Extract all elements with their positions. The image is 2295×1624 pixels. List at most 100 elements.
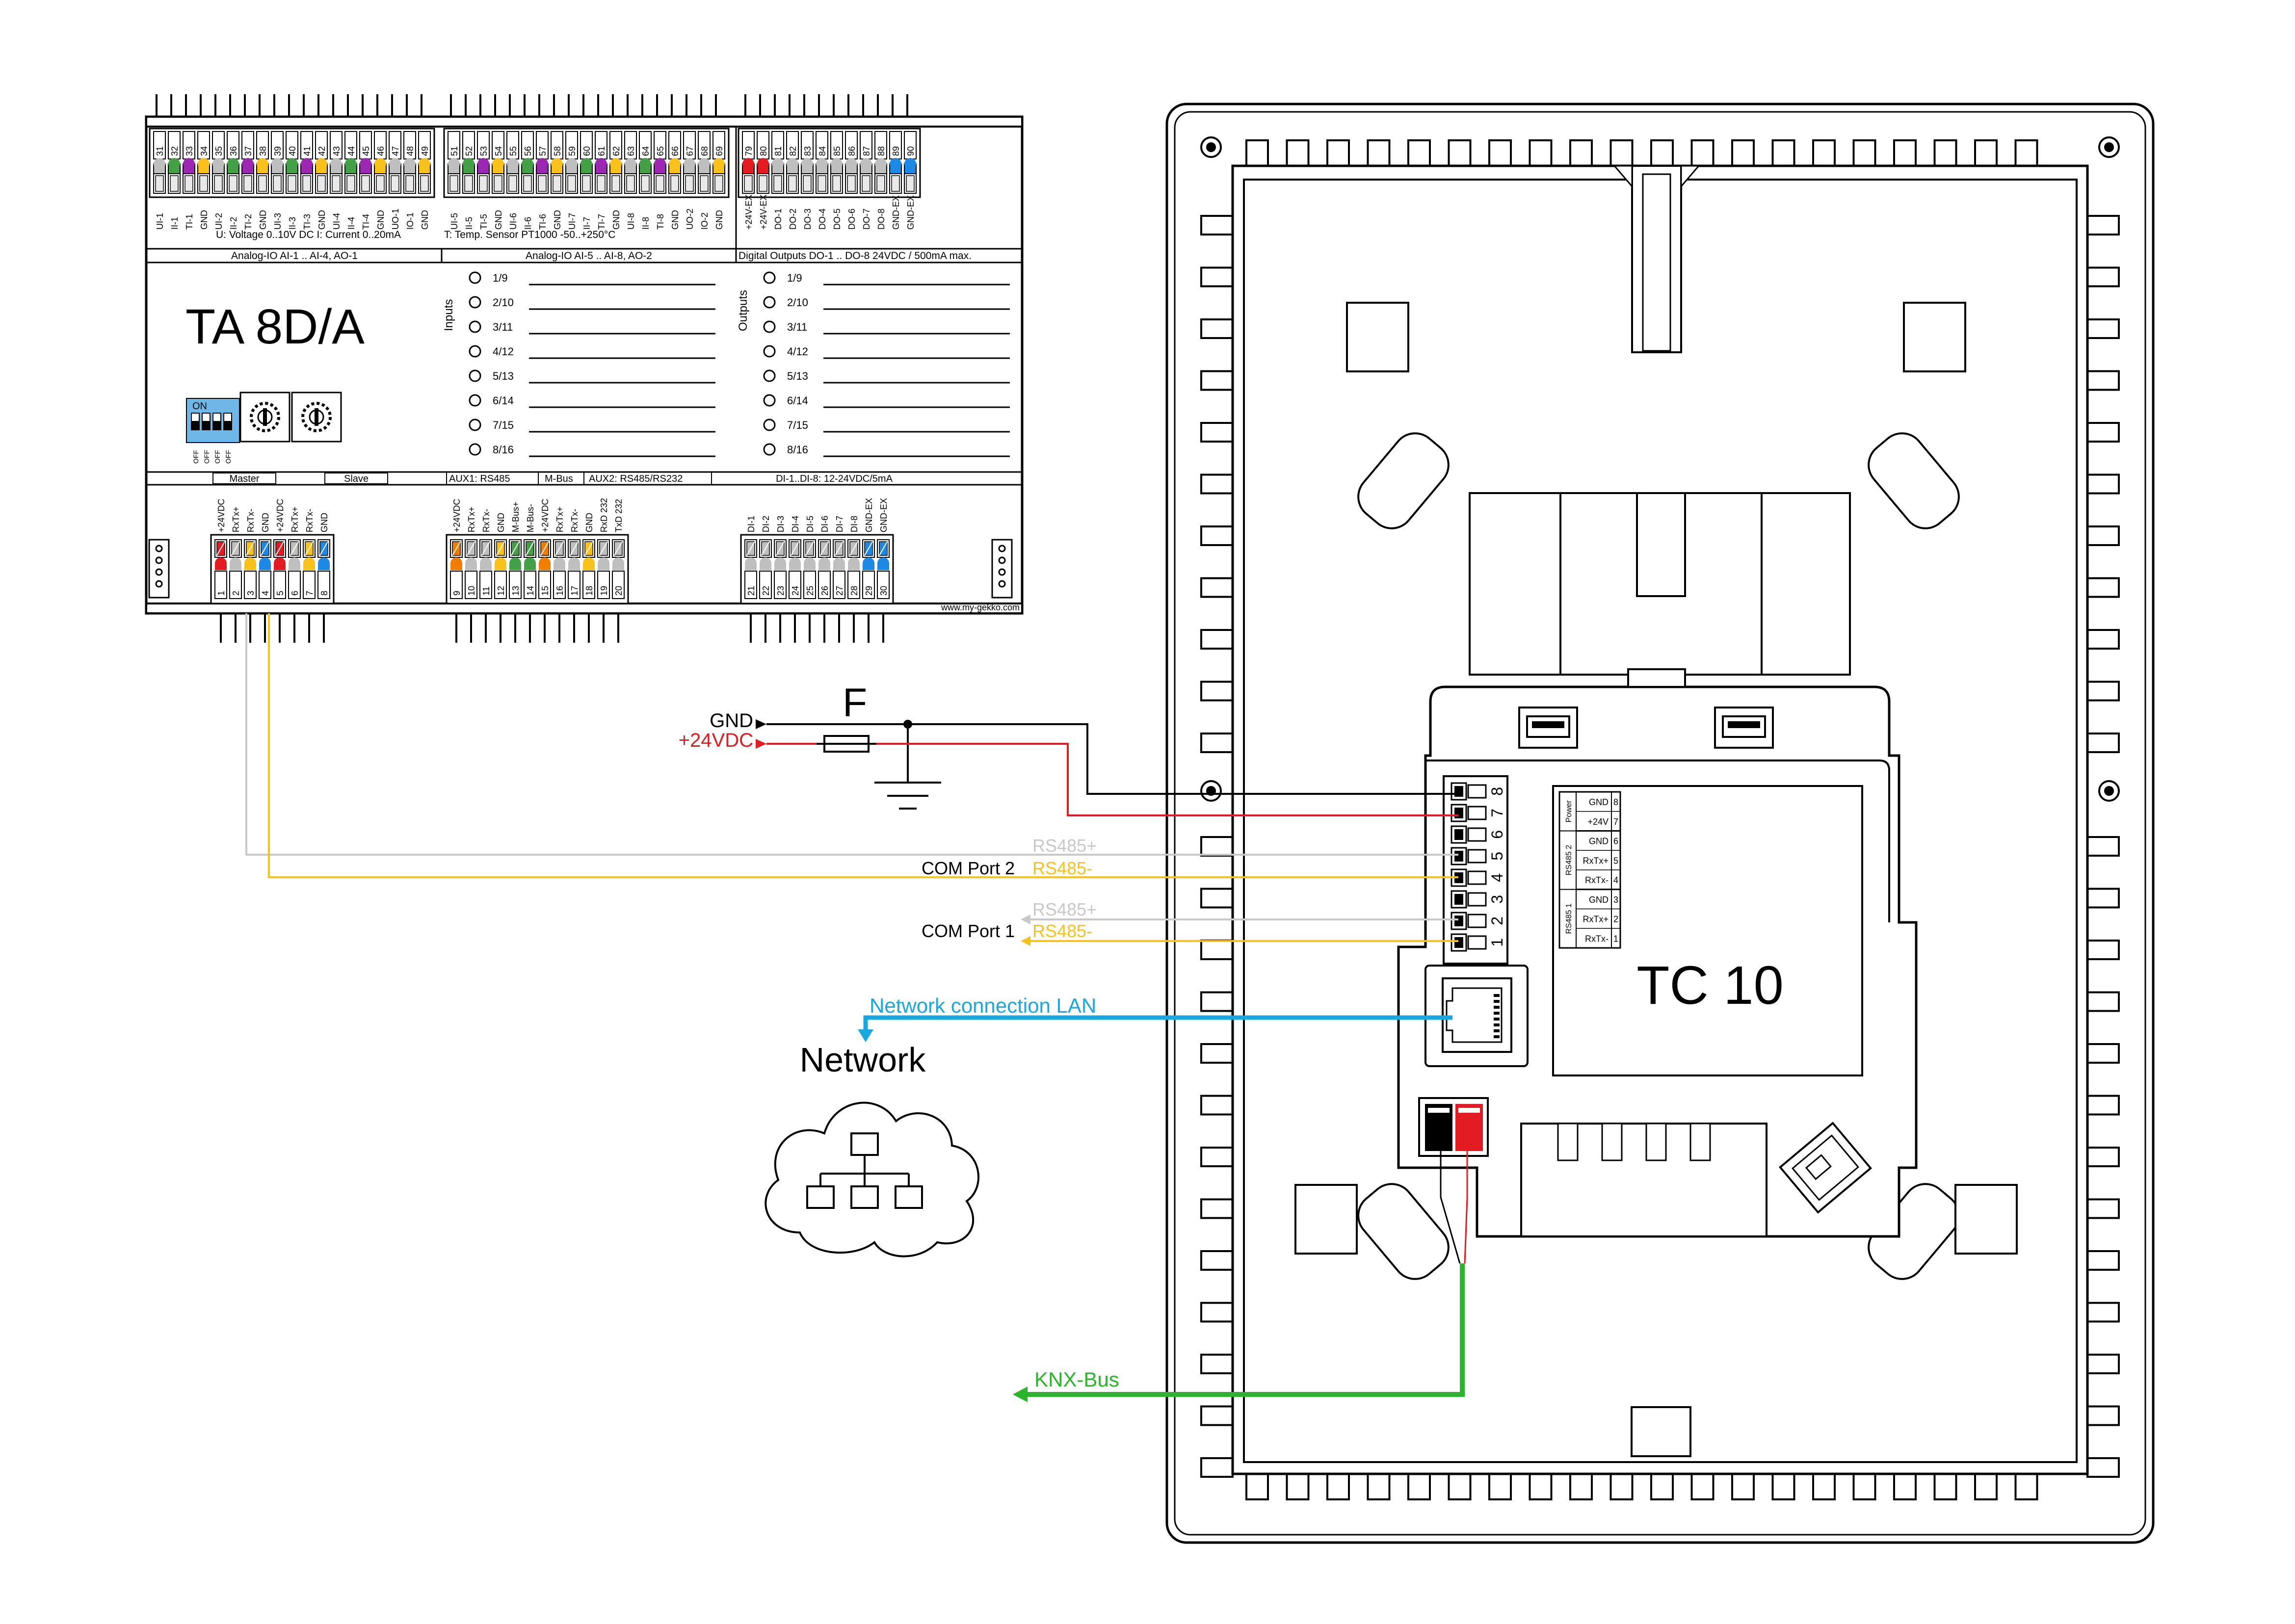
dip-off-label: OFF xyxy=(203,450,211,464)
lower-terminal[interactable]: DI-626 xyxy=(818,516,831,599)
knx-terminal[interactable] xyxy=(1418,1097,1489,1157)
terminal-label: II-3 xyxy=(288,217,297,230)
rotary-switch-2[interactable] xyxy=(291,392,342,443)
lan-port[interactable] xyxy=(1424,965,1529,1067)
lower-terminal[interactable]: DI-828 xyxy=(847,516,860,599)
connector-pin[interactable]: 5 xyxy=(1451,847,1506,865)
lower-terminal[interactable]: M-Bus-14 xyxy=(524,504,536,599)
lower-terminal[interactable]: M-Bus+13 xyxy=(509,501,522,599)
connector-pin[interactable]: 3 xyxy=(1451,890,1506,909)
lower-terminal[interactable]: DI-121 xyxy=(744,516,757,599)
lower-terminal[interactable]: DI-727 xyxy=(833,516,845,599)
connector-pin[interactable]: 6 xyxy=(1451,825,1506,844)
lower-terminal[interactable]: RxTx+16 xyxy=(553,506,566,599)
lower-terminal[interactable]: RxTx-7 xyxy=(303,509,316,599)
lower-terminal[interactable]: DI-323 xyxy=(774,516,787,599)
lower-terminal[interactable]: RxTx+10 xyxy=(465,506,477,599)
lower-terminal[interactable]: RxTx-3 xyxy=(244,509,257,599)
upper-terminal[interactable]: 80+24V-EX xyxy=(757,131,769,230)
usb-port-1[interactable] xyxy=(1518,707,1578,749)
lower-terminal[interactable]: RxTx-17 xyxy=(568,509,580,599)
outputs-label: Outputs xyxy=(737,290,750,331)
lower-terminal[interactable]: RxTx+6 xyxy=(288,506,301,599)
connector-pin[interactable]: 8 xyxy=(1451,782,1506,801)
connector-pin[interactable]: 1 xyxy=(1451,933,1506,952)
rotary-switch-1[interactable] xyxy=(239,392,290,443)
lower-terminal[interactable]: DI-222 xyxy=(759,516,772,599)
lower-terminal[interactable]: RxTx-11 xyxy=(479,509,492,599)
lower-terminal[interactable]: RxTx+2 xyxy=(229,506,242,599)
upper-terminal[interactable]: 79+24V-EX xyxy=(742,131,755,230)
usb-port-2[interactable] xyxy=(1714,707,1774,749)
dip-switch[interactable]: ON OFF OFF OFF OFF xyxy=(186,398,240,464)
connector-pin[interactable]: 2 xyxy=(1451,912,1506,930)
lower-terminal[interactable]: DI-525 xyxy=(803,516,816,599)
terminal-number: 17 xyxy=(570,586,580,596)
lower-terminal[interactable]: DI-424 xyxy=(789,516,801,599)
connector-pin[interactable]: 7 xyxy=(1451,804,1506,822)
